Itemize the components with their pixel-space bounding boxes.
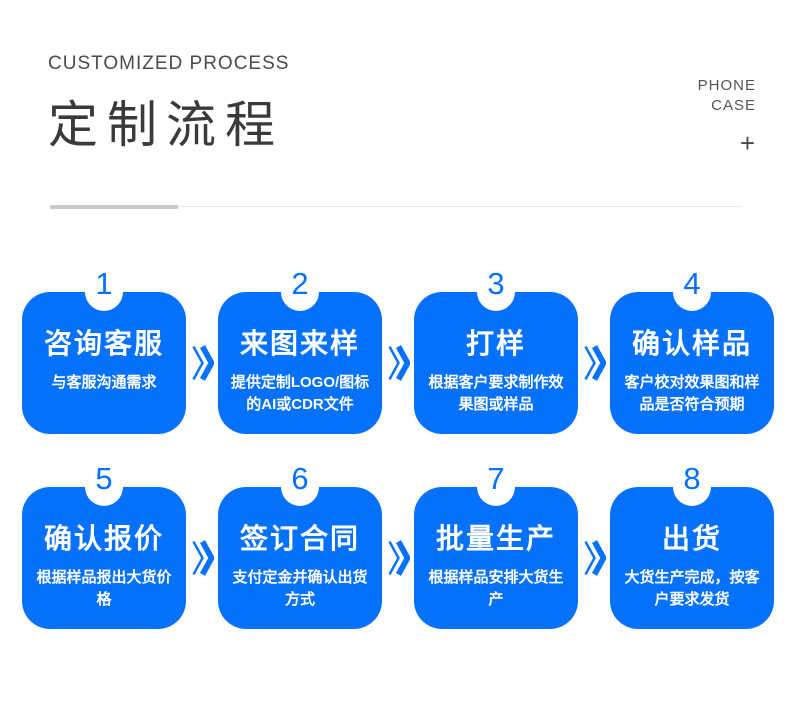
divider-accent-bar [50, 205, 178, 209]
title-divider [50, 205, 742, 209]
corner-brand: PHONE CASE + [698, 76, 756, 156]
divider-thin-line [50, 206, 742, 207]
process-step-card-2: 2 来图来样 提供定制LOGO/图标的AI或CDR文件 [218, 268, 382, 434]
process-row-2: 5 确认报价 根据样品报出大货价格 6 签订合同 支付定金并确认出货方式 7 批… [0, 463, 790, 629]
step-number-badge: 6 [291, 461, 309, 496]
step-description: 根据样品报出大货价格 [36, 569, 172, 608]
step-number-badge: 5 [95, 461, 113, 496]
plus-icon: + [739, 128, 756, 158]
double-chevron-icon [578, 292, 610, 434]
process-step-card-4: 4 确认样品 客户校对效果图和样品是否符合预期 [610, 268, 774, 434]
step-number-badge: 7 [487, 461, 505, 496]
eyebrow-text: CUSTOMIZED PROCESS [48, 53, 290, 74]
process-step-card-8: 8 出货 大货生产完成，按客户要求发货 [610, 463, 774, 629]
process-step-card-5: 5 确认报价 根据样品报出大货价格 [22, 463, 186, 629]
step-number-badge: 4 [683, 266, 701, 301]
step-title: 批量生产 [435, 523, 556, 554]
step-title: 打样 [465, 328, 526, 359]
process-row-1: 1 咨询客服 与客服沟通需求 2 来图来样 提供定制LOGO/图标的AI或CDR… [0, 268, 790, 434]
corner-brand-line2: CASE [711, 97, 756, 114]
step-title: 出货 [661, 523, 722, 554]
double-chevron-icon [578, 487, 610, 629]
double-chevron-icon [186, 292, 218, 434]
step-number-badge: 1 [95, 266, 113, 301]
process-step-card-7: 7 批量生产 根据样品安排大货生产 [414, 463, 578, 629]
step-description: 与客服沟通需求 [51, 374, 157, 391]
double-chevron-icon [382, 292, 414, 434]
page-title: 定制流程 [48, 97, 284, 153]
corner-brand-line1: PHONE [697, 77, 756, 94]
step-title: 咨询客服 [43, 328, 164, 359]
step-number-badge: 2 [291, 266, 309, 301]
double-chevron-icon [186, 487, 218, 629]
step-number-badge: 3 [487, 266, 505, 301]
process-step-card-6: 6 签订合同 支付定金并确认出货方式 [218, 463, 382, 629]
step-description: 客户校对效果图和样品是否符合预期 [624, 374, 760, 413]
step-title: 确认样品 [631, 328, 752, 359]
step-number-badge: 8 [683, 461, 701, 496]
step-description: 根据样品安排大货生产 [428, 569, 564, 608]
step-description: 根据客户要求制作效果图或样品 [428, 374, 564, 413]
step-title: 签订合同 [239, 523, 360, 554]
step-description: 大货生产完成，按客户要求发货 [624, 569, 760, 608]
section-header: CUSTOMIZED PROCESS 定制流程 PHONE CASE + [0, 0, 790, 156]
process-step-card-3: 3 打样 根据客户要求制作效果图或样品 [414, 268, 578, 434]
step-title: 确认报价 [43, 523, 164, 554]
step-description: 支付定金并确认出货方式 [232, 569, 368, 608]
step-title: 来图来样 [239, 328, 360, 359]
double-chevron-icon [382, 487, 414, 629]
step-description: 提供定制LOGO/图标的AI或CDR文件 [230, 374, 370, 413]
process-step-card-1: 1 咨询客服 与客服沟通需求 [22, 268, 186, 434]
